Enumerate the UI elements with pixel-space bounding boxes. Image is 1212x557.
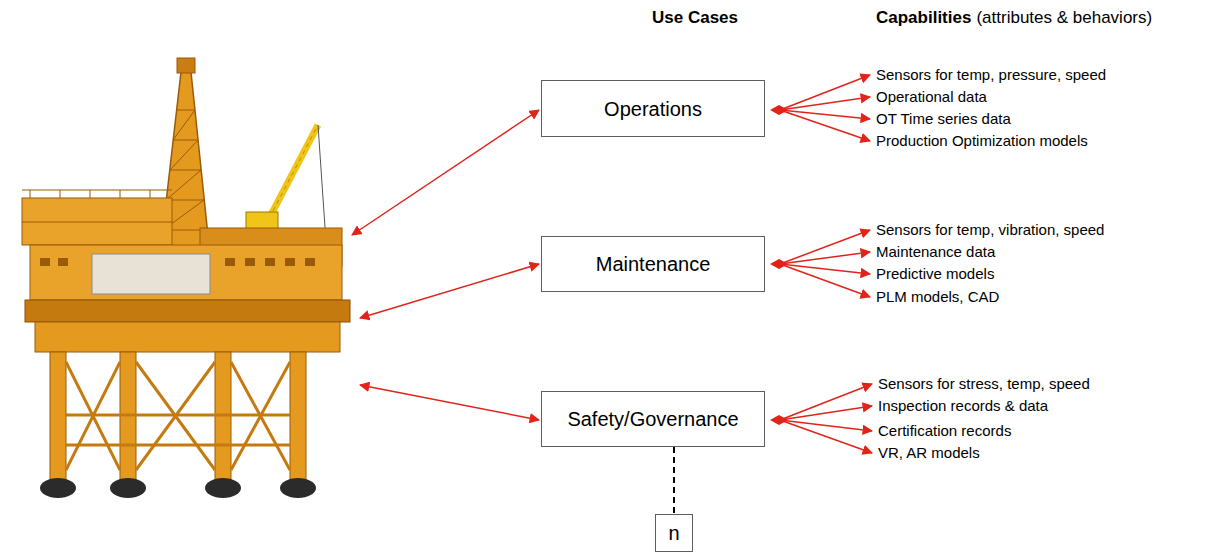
capability-text: VR, AR models [878, 444, 980, 462]
layout-shape [25, 300, 350, 322]
layout-shape [770, 415, 788, 425]
layout-shape [780, 97, 870, 110]
capability-text: Certification records [878, 422, 1011, 440]
layout-shape [22, 198, 172, 245]
oil-rig-illustration [22, 58, 350, 498]
layout-shape [110, 478, 146, 498]
layout-shape [318, 125, 326, 242]
layout-shape [780, 110, 870, 141]
layout-shape [280, 478, 316, 498]
layout-shape [50, 352, 306, 480]
layout-shape [780, 406, 872, 420]
layout-shape [265, 258, 275, 266]
layout-shape [225, 258, 235, 266]
layout-shape [173, 140, 198, 141]
layout-shape [780, 264, 870, 297]
layout-shape [780, 384, 872, 420]
layout-shape [177, 110, 195, 111]
layout-shape [360, 385, 539, 420]
capability-text: Predictive models [876, 265, 994, 283]
layout-shape [360, 264, 539, 318]
capability-text: Sensors for temp, pressure, speed [876, 66, 1106, 84]
layout-shape [60, 190, 61, 198]
box-text: Maintenance [596, 252, 711, 276]
capability-text: Inspection records & data [878, 397, 1048, 415]
box-text: Safety/Governance [567, 407, 738, 431]
layout-shape [170, 140, 198, 170]
layout-shape [92, 254, 210, 294]
capability-text: PLM models, CAD [876, 288, 999, 306]
capability-text: Sensors for temp, vibration, speed [876, 221, 1104, 239]
layout-shape [770, 259, 788, 269]
layout-shape [40, 478, 316, 498]
layout-shape [66, 444, 290, 447]
layout-shape [30, 190, 31, 198]
layout-shape [305, 258, 315, 266]
layout-shape [205, 478, 241, 498]
box-text: Operations [604, 97, 702, 121]
use-case-box: Maintenance [541, 236, 765, 292]
capability-text: Operational data [876, 88, 987, 106]
layout-shape [66, 362, 290, 470]
layout-shape [290, 352, 306, 480]
layout-shape [352, 110, 539, 235]
layout-shape [780, 420, 872, 453]
layout-shape [58, 258, 68, 266]
layout-shape [166, 170, 201, 200]
capability-text: Maintenance data [876, 243, 995, 261]
use-case-box: Operations [541, 80, 765, 137]
use-case-box: Safety/Governance [541, 391, 765, 447]
layout-shape [780, 252, 870, 264]
layout-shape [170, 170, 201, 171]
arrow-origin [770, 105, 788, 425]
layout-shape [50, 352, 66, 480]
layout-shape [66, 414, 290, 417]
layout-shape [40, 258, 315, 266]
layout-shape [120, 190, 121, 198]
layout-shape [285, 258, 295, 266]
layout-shape [173, 110, 195, 140]
capability-text: OT Time series data [876, 110, 1011, 128]
layout-shape [40, 258, 50, 266]
layout-shape [150, 190, 151, 198]
column-heading: (attributes & behaviors) [976, 9, 1152, 27]
layout-shape [40, 478, 76, 498]
layout-shape [35, 322, 340, 352]
layout-shape [780, 230, 870, 264]
capability-arrows [780, 75, 872, 453]
column-heading: Use Cases [652, 9, 738, 27]
capability-text: Sensors for stress, temp, speed [878, 375, 1090, 393]
layout-shape [30, 245, 342, 300]
layout-shape [770, 105, 788, 115]
box-text: n [668, 521, 679, 545]
capability-text: Production Optimization models [876, 132, 1088, 150]
layout-shape [22, 222, 172, 223]
layout-shape [22, 190, 172, 222]
continuation-box: n [655, 514, 693, 552]
rig-arrows [352, 110, 539, 420]
layout-shape [90, 190, 91, 198]
layout-shape [177, 58, 195, 73]
column-heading: Capabilities [876, 9, 971, 27]
layout-shape [780, 75, 870, 110]
dashed-connector [673, 447, 675, 514]
layout-shape [245, 258, 255, 266]
